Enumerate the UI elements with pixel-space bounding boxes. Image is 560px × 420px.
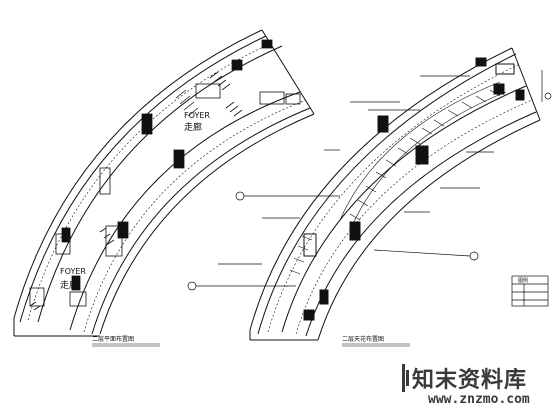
legend-title: 图例 xyxy=(518,277,528,284)
left-plan-grid xyxy=(27,41,307,333)
legend-box xyxy=(511,275,549,307)
watermark-title: 知末资料库 xyxy=(412,368,528,393)
right-plan-grid xyxy=(267,63,533,335)
watermark-backdrop xyxy=(398,358,560,420)
foyer-lower-en: FOYER xyxy=(60,267,86,276)
caption-underlines xyxy=(92,343,410,347)
watermark-logo-icon xyxy=(402,364,409,392)
foyer-lower-cn: 走廊 xyxy=(60,279,78,291)
right-plan-ceiling-grid xyxy=(289,81,507,275)
left-plan-outline xyxy=(13,29,315,337)
left-plan-rooms xyxy=(29,39,301,311)
foyer-upper-cn: 走廊 xyxy=(184,121,202,133)
left-plan-caption: 二层平面布置图 xyxy=(92,335,134,343)
watermark-url: www.znzmo.com xyxy=(428,392,530,407)
foyer-upper-en: FOYER xyxy=(184,111,210,120)
right-plan-blocks xyxy=(303,57,525,321)
right-plan-leaders xyxy=(187,70,552,291)
right-plan-caption: 二层天花布置图 xyxy=(342,335,384,343)
